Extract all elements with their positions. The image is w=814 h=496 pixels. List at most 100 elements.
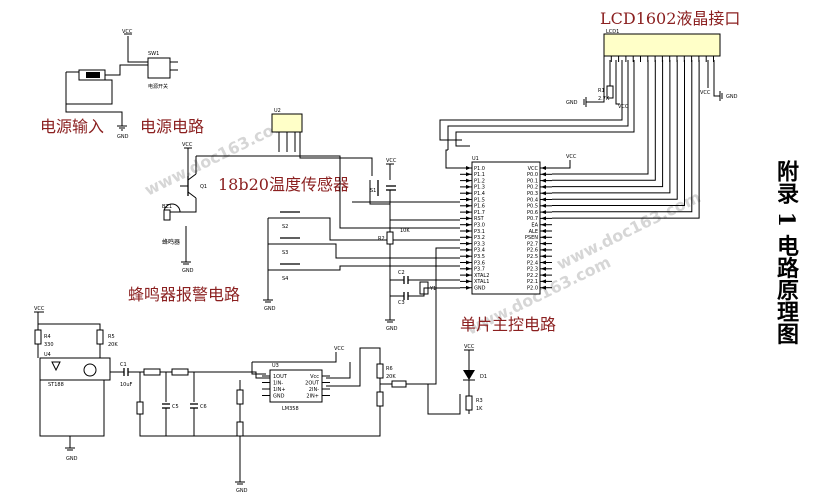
pin-arrow-icon [541, 285, 546, 290]
pin-arrow-icon [466, 197, 471, 202]
pin-arrow-icon [466, 216, 471, 221]
mcu-right-pin-label: P0.2 [527, 185, 538, 191]
vcc-label: VCC [182, 142, 193, 148]
mcu-left-pin-label: P1.0 [474, 166, 485, 172]
pin-arrow-icon [466, 279, 471, 284]
vcc-label: VCC [566, 154, 577, 160]
r6 [376, 363, 384, 379]
r6-val: 20K [386, 374, 396, 380]
lcd-bus-line [552, 60, 656, 181]
lm358-pin-label: 2OUT [305, 380, 320, 386]
gnd-label: GND [66, 456, 78, 462]
mcu-ref: U1 [472, 156, 479, 162]
mcu-right-pin-label: P0.3 [527, 191, 538, 197]
mcu-section: U1 P1.0P1.1P1.2P1.3P1.4P1.5P1.6P1.7RSTP3… [445, 149, 577, 334]
mcu-left-pin-label: XTAL1 [474, 279, 489, 285]
lcd-bus-line [552, 60, 664, 188]
r5 [96, 329, 104, 345]
vcc-label: VCC [334, 346, 345, 352]
mcu-left-pins: P1.0P1.1P1.2P1.3P1.4P1.5P1.6P1.7RSTP3.0P… [460, 166, 489, 292]
d1-ref: D1 [480, 374, 487, 380]
switch-ref: SW1 [148, 51, 159, 57]
pulse-sensor-section: VCC R4 330 R5 20K U4 ST188 GND C1 10uF [34, 306, 270, 462]
mcu-chip [471, 161, 541, 295]
pin-arrow-icon [541, 279, 546, 284]
lm358-pin-label: 1IN- [273, 380, 283, 386]
r4 [34, 329, 42, 345]
lcd-ref: LCD1 [606, 29, 619, 35]
mcu-right-pin-label: P0.6 [527, 210, 538, 216]
c5-ref: C5 [172, 404, 179, 410]
vcc-label: VCC [122, 29, 133, 35]
buzzer-name: 蜂鸣器 [162, 238, 180, 246]
mcu-right-pins: VCCP0.0P0.1P0.2P0.3P0.4P0.5P0.6P0.7EAALE… [525, 166, 552, 292]
pin-arrow-icon [541, 172, 546, 177]
led-section: VCC D1 R3 1K [463, 344, 487, 414]
watermark-text: www.doc163.com [553, 187, 703, 273]
r4-val: 330 [44, 342, 54, 348]
gnd-label: GND [566, 100, 578, 106]
lm358-pin-label: 2IN- [309, 387, 319, 393]
mcu-left-pin-label: P1.7 [474, 210, 485, 216]
mcu-right-pin-label: EA [531, 223, 538, 229]
mcu-circuit-label: 单片主控电路 [460, 315, 556, 334]
r9 [136, 401, 144, 415]
power-gnd-wire [65, 72, 123, 126]
mcu-left-pin-label: P1.4 [474, 191, 485, 197]
c1-val: 10uF [120, 382, 133, 388]
pin-arrow-icon [541, 191, 546, 196]
led-d1 [463, 370, 475, 380]
lcd-bus-line [552, 60, 685, 206]
mcu-right-pin-label: P2.1 [527, 279, 538, 285]
mcu-left-pin-label: P1.3 [474, 185, 485, 191]
pin-arrow-icon [466, 210, 471, 215]
reset-crystal-section: VCC S1 R2 10K C2 C3 Y1 GND [369, 158, 460, 332]
lcd-bus-line [552, 60, 649, 175]
r3-val: 1K [476, 406, 483, 412]
lcd-interface-label: LCD1602液晶接口 [600, 9, 740, 28]
gnd-label: GND [117, 134, 129, 140]
pin-arrow-icon [466, 178, 471, 183]
pin-arrow-icon [541, 166, 546, 170]
mcu-left-pin-label: P1.1 [474, 172, 485, 178]
gnd-label: GND [386, 326, 398, 332]
pin-arrow-icon [541, 197, 546, 202]
ir-led-icon [51, 361, 61, 372]
mcu-left-pin-label: P3.5 [474, 254, 485, 260]
mcu-left-pin-label: P3.6 [474, 260, 485, 266]
r3-ref: R3 [476, 398, 483, 404]
buttons-section: S2 S3 S4 GND [263, 211, 460, 312]
pin-arrow-icon [541, 247, 546, 252]
pin-arrow-icon [541, 184, 546, 189]
lcd-pins [603, 56, 714, 62]
pin-arrow-icon [466, 235, 471, 240]
r10 [236, 389, 244, 405]
vcc-label: VCC [700, 90, 711, 96]
lcd-section: LCD1602液晶接口 LCD1 R1 2.7K GND VCC GND VCC [439, 9, 740, 219]
mcu-right-pin-label: P2.3 [527, 267, 538, 273]
buzzer-section: VCC Q1 BZ1 蜂鸣器 GND 蜂鸣器报警电路 [128, 142, 240, 304]
lcd-bus-line [552, 60, 700, 219]
s2-ref: S2 [282, 224, 288, 230]
power-circuit-label: 电源电路 [140, 117, 204, 136]
s3-ref: S3 [282, 250, 288, 256]
r2 [386, 231, 394, 245]
mcu-left-pin-label: P3.3 [474, 241, 485, 247]
y1-ref: Y1 [429, 286, 436, 292]
mcu-right-pin-label: P0.7 [527, 216, 538, 222]
u4-ref: U4 [44, 352, 51, 358]
s4-ref: S4 [282, 276, 288, 282]
vcc-label: VCC [386, 158, 397, 164]
pin-arrow-icon [541, 266, 546, 271]
power-jack-body [86, 72, 100, 78]
r3 [465, 395, 473, 411]
phototransistor-icon [83, 363, 97, 377]
mcu-left-pin-label: P1.2 [474, 178, 485, 184]
gnd-label: GND [264, 306, 276, 312]
lm358-pin-label: 1OUT [273, 374, 288, 380]
pin-arrow-icon [466, 260, 471, 265]
r5-ref: R5 [108, 334, 115, 340]
mcu-right-pin-label: P0.5 [527, 204, 538, 210]
mcu-right-pin-label: P2.4 [527, 260, 538, 266]
